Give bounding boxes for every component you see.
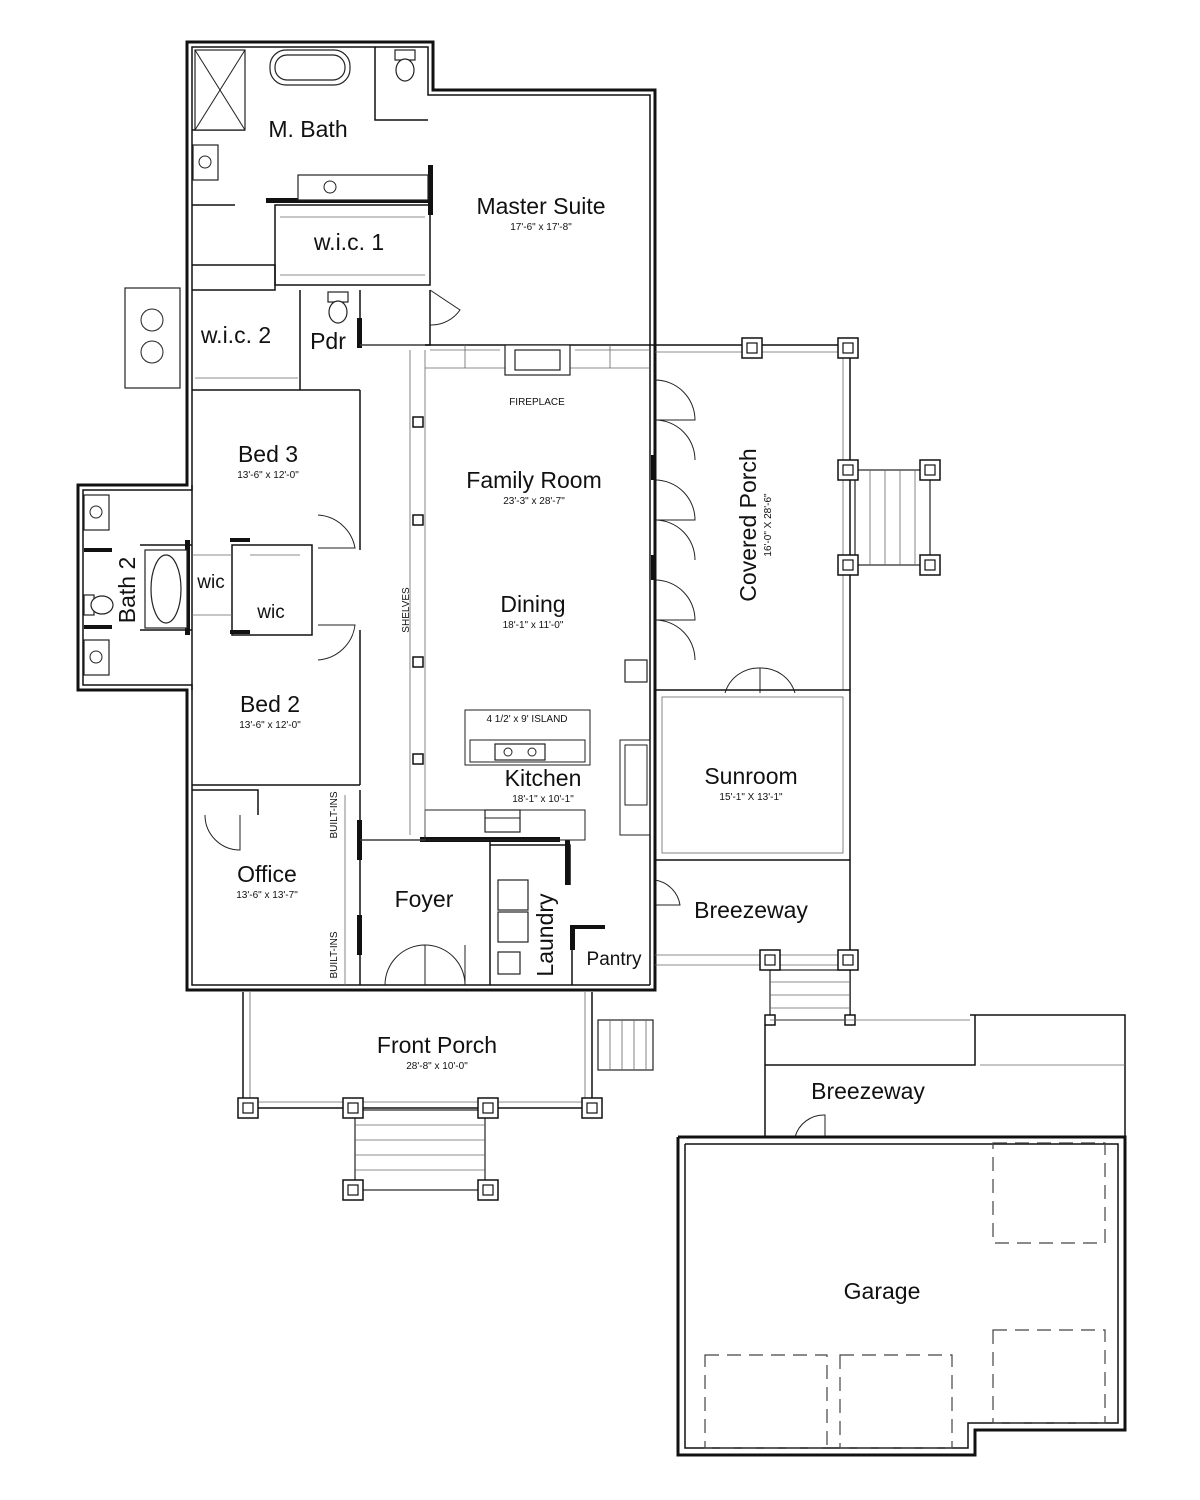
note-builtins-lower: BUILT-INS bbox=[329, 931, 340, 978]
label-kitchen: Kitchen bbox=[505, 765, 582, 791]
label-wic2: w.i.c. 2 bbox=[200, 322, 271, 348]
label-bed2: Bed 2 bbox=[240, 691, 300, 717]
dims-bed2: 13'-6" x 12'-0" bbox=[239, 720, 301, 731]
label-pantry: Pantry bbox=[587, 949, 642, 970]
dims-family-room: 23'-3" x 28'-7" bbox=[503, 496, 565, 507]
label-wic1: w.i.c. 1 bbox=[313, 229, 384, 255]
label-breezeway-1: Breezeway bbox=[694, 897, 808, 923]
garage-structure bbox=[676, 1014, 1127, 1457]
label-breezeway-2: Breezeway bbox=[811, 1078, 925, 1104]
room-labels: M. Bath Master Suite 17'-6" x 17'-8" w.i… bbox=[114, 116, 925, 1304]
dims-dining: 18'-1" x 11'-0" bbox=[503, 620, 564, 631]
label-garage: Garage bbox=[844, 1278, 921, 1304]
dims-master-suite: 17'-6" x 17'-8" bbox=[510, 222, 572, 233]
label-front-porch: Front Porch bbox=[377, 1032, 497, 1058]
dims-front-porch: 28'-8" x 10'-0" bbox=[406, 1061, 468, 1072]
label-laundry: Laundry bbox=[532, 893, 558, 977]
dims-office: 13'-6" x 13'-7" bbox=[236, 890, 298, 901]
dims-sunroom: 15'-1" X 13'-1" bbox=[719, 792, 783, 803]
label-dining: Dining bbox=[500, 591, 565, 617]
note-island: 4 1/2' x 9' ISLAND bbox=[486, 714, 567, 725]
sink-icon bbox=[83, 144, 429, 676]
bath2-tub-icon bbox=[144, 549, 188, 629]
label-sunroom: Sunroom bbox=[704, 763, 797, 789]
note-shelves: SHELVES bbox=[401, 587, 412, 633]
dims-kitchen: 18'-1" x 10'-1" bbox=[512, 794, 574, 805]
doors bbox=[204, 289, 826, 1138]
label-powder: Pdr bbox=[310, 328, 346, 354]
front-porch-structure bbox=[242, 992, 654, 1191]
label-master-suite: Master Suite bbox=[476, 193, 605, 219]
label-covered-porch: Covered Porch bbox=[735, 448, 761, 601]
label-office: Office bbox=[237, 861, 297, 887]
range-hood-icon bbox=[484, 809, 521, 833]
shower-icon bbox=[194, 49, 246, 131]
label-wic-a: wic bbox=[196, 572, 224, 593]
toilet-icon bbox=[83, 49, 416, 616]
plan-notes: FIREPLACE SHELVES 4 1/2' x 9' ISLAND BUI… bbox=[329, 397, 568, 979]
laundry-machines-icon bbox=[497, 659, 648, 975]
note-fireplace: FIREPLACE bbox=[509, 397, 565, 408]
dims-covered-porch: 16'-0" X 28'-6" bbox=[763, 493, 774, 557]
bathtub-icon bbox=[269, 49, 351, 86]
note-builtins-upper: BUILT-INS bbox=[329, 791, 340, 838]
label-bath2: Bath 2 bbox=[114, 557, 140, 624]
dims-bed3: 13'-6" x 12'-0" bbox=[237, 470, 299, 481]
label-bed3: Bed 3 bbox=[238, 441, 298, 467]
fireplace-icon bbox=[430, 344, 650, 376]
shelf-posts bbox=[412, 416, 424, 765]
label-foyer: Foyer bbox=[395, 886, 454, 912]
front-porch-posts bbox=[237, 1097, 603, 1201]
covered-porch-structure bbox=[654, 344, 931, 1025]
porch-posts bbox=[741, 337, 941, 1026]
label-family-room: Family Room bbox=[466, 467, 601, 493]
kitchen-island-icon bbox=[464, 709, 591, 766]
label-master-bath: M. Bath bbox=[268, 116, 347, 142]
label-wic-b: wic bbox=[256, 602, 284, 623]
